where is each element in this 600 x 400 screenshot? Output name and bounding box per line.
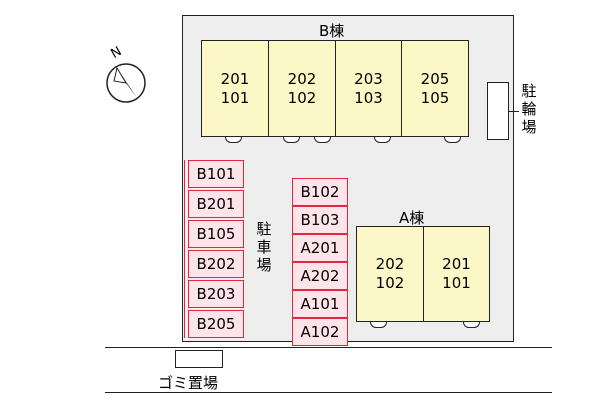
unit-upper-number: 203 bbox=[354, 69, 383, 88]
bicycle-parking-label: 駐 輪 場 bbox=[520, 82, 538, 136]
unit-lower-number: 102 bbox=[375, 274, 405, 292]
unit-upper-number: 202 bbox=[287, 69, 317, 88]
unit-lower-number: 102 bbox=[287, 88, 317, 107]
road-edge-line bbox=[105, 347, 552, 348]
building-b-label: B棟 bbox=[319, 22, 345, 40]
unit-upper-number: 201 bbox=[220, 69, 250, 88]
building-b-unit: 203 103 bbox=[335, 40, 402, 137]
bicycle-parking-area bbox=[487, 82, 509, 140]
label-char: 輪 bbox=[521, 100, 537, 118]
north-label: N bbox=[109, 45, 125, 62]
label-char: 場 bbox=[521, 118, 537, 136]
parking-space: B202 bbox=[188, 250, 244, 278]
parking-space: A102 bbox=[292, 318, 348, 346]
bicycle-parking-leader-line bbox=[509, 111, 519, 112]
parking-space: A101 bbox=[292, 290, 348, 318]
building-a-unit: 201 101 bbox=[423, 226, 490, 322]
building-b: 201 101 202 102 203 103 205 105 bbox=[201, 40, 469, 137]
building-b-unit: 205 105 bbox=[401, 40, 469, 137]
label-char: 車 bbox=[256, 238, 272, 256]
parking-space: A201 bbox=[292, 234, 348, 262]
parking-space: B102 bbox=[292, 178, 348, 206]
unit-lower-number: 101 bbox=[442, 274, 471, 292]
garbage-area-label: ゴミ置場 bbox=[158, 374, 219, 392]
unit-upper-number: 205 bbox=[420, 69, 450, 88]
parking-space: B101 bbox=[188, 160, 244, 188]
garbage-area bbox=[175, 350, 223, 368]
unit-lower-number: 101 bbox=[220, 88, 250, 107]
building-b-unit: 201 101 bbox=[201, 40, 269, 137]
building-a-unit: 202 102 bbox=[356, 226, 424, 322]
parking-left-border bbox=[184, 160, 185, 338]
parking-space: B205 bbox=[188, 310, 244, 338]
unit-upper-number: 201 bbox=[442, 255, 471, 273]
unit-lower-number: 103 bbox=[354, 88, 383, 107]
label-char: 駐 bbox=[256, 220, 272, 238]
parking-space: B201 bbox=[188, 190, 244, 218]
parking-space: B103 bbox=[292, 206, 348, 234]
parking-space: B203 bbox=[188, 280, 244, 308]
label-char: 駐 bbox=[521, 82, 537, 100]
building-a-label: A棟 bbox=[399, 209, 425, 227]
road-edge-line bbox=[105, 392, 552, 393]
parking-space: A202 bbox=[292, 262, 348, 290]
parking-space: B105 bbox=[188, 220, 244, 248]
building-b-unit: 202 102 bbox=[268, 40, 336, 137]
unit-lower-number: 105 bbox=[420, 88, 450, 107]
label-char: 場 bbox=[256, 256, 272, 274]
north-arrow-icon: N bbox=[106, 45, 146, 103]
parking-label: 駐 車 場 bbox=[255, 220, 273, 274]
unit-upper-number: 202 bbox=[375, 255, 405, 273]
building-a: 202 102 201 101 bbox=[356, 226, 490, 322]
